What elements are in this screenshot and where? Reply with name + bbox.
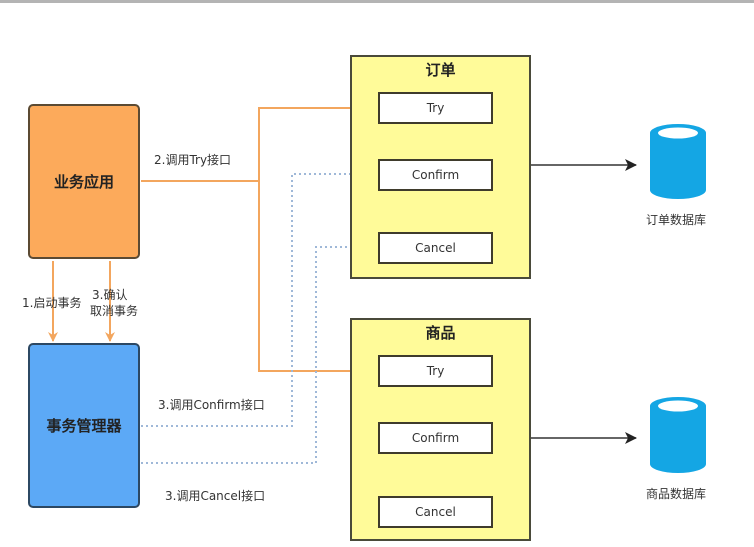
order-service: 订单 Try Confirm Cancel	[350, 55, 531, 279]
label-confirm-transaction: 3.确认	[92, 288, 128, 302]
product-database-icon	[650, 397, 706, 473]
business-app-label: 业务应用	[53, 173, 114, 191]
order-database-icon	[650, 124, 706, 199]
order-service-title: 订单	[425, 61, 456, 79]
label-call-cancel: 3.调用Cancel接口	[165, 489, 266, 503]
label-call-try: 2.调用Try接口	[154, 153, 232, 167]
label-start-transaction: 1.启动事务	[22, 296, 82, 310]
label-call-confirm: 3.调用Confirm接口	[158, 398, 265, 412]
transaction-manager-label: 事务管理器	[46, 417, 122, 435]
product-confirm-op: Confirm	[378, 422, 493, 454]
order-cancel-op: Cancel	[378, 232, 493, 264]
order-try-op: Try	[378, 92, 493, 124]
product-service: 商品 Try Confirm Cancel	[350, 318, 531, 541]
business-app-node: 业务应用	[28, 104, 140, 259]
edge-cancel-order	[141, 242, 377, 464]
order-database-label: 订单数据库	[646, 213, 707, 227]
product-service-title: 商品	[425, 324, 456, 342]
transaction-manager-node: 事务管理器	[28, 343, 140, 508]
top-border	[0, 0, 754, 3]
label-cancel-transaction: 取消事务	[90, 304, 139, 318]
edge-try-order	[141, 103, 377, 182]
product-database-label: 商品数据库	[646, 487, 707, 501]
order-confirm-op: Confirm	[378, 159, 493, 191]
product-cancel-op: Cancel	[378, 496, 493, 528]
product-try-op: Try	[378, 355, 493, 387]
edge-try-product	[258, 181, 377, 376]
edge-confirm-order	[141, 169, 377, 427]
